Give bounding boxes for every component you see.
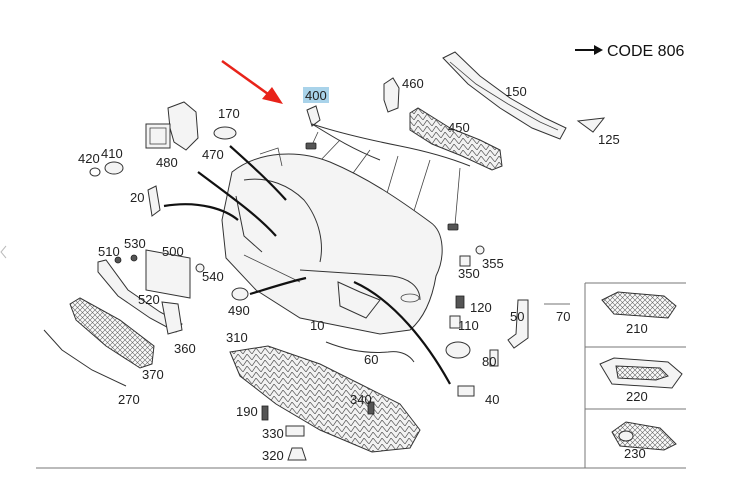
part-420-ring bbox=[89, 167, 101, 177]
callout-320[interactable]: 320 bbox=[262, 448, 284, 463]
part-10-bumper-cover bbox=[221, 147, 443, 335]
callout-310[interactable]: 310 bbox=[226, 330, 248, 345]
part-270-trim-rod bbox=[43, 329, 127, 387]
callout-230[interactable]: 230 bbox=[624, 446, 646, 461]
part-530-clip-icon bbox=[130, 254, 138, 262]
part-370-lower-grille bbox=[69, 297, 155, 369]
callout-490[interactable]: 490 bbox=[228, 303, 250, 318]
callout-50[interactable]: 50 bbox=[510, 309, 524, 324]
part-50-bracket bbox=[507, 299, 529, 349]
part-330-clip bbox=[285, 425, 305, 437]
callout-450[interactable]: 450 bbox=[448, 120, 470, 135]
callout-labels: 400 460 150 450 125 170 470 480 410 420 … bbox=[78, 76, 648, 463]
callout-150[interactable]: 150 bbox=[505, 84, 527, 99]
callout-125[interactable]: 125 bbox=[598, 132, 620, 147]
callout-20[interactable]: 20 bbox=[130, 190, 144, 205]
part-360-support bbox=[161, 301, 183, 335]
callout-190[interactable]: 190 bbox=[236, 404, 258, 419]
callout-410[interactable]: 410 bbox=[101, 146, 123, 161]
highlight-400 bbox=[303, 87, 329, 103]
part-470-bracket bbox=[167, 101, 199, 151]
left-scroll-chevron-icon[interactable] bbox=[0, 245, 7, 259]
callout-510[interactable]: 510 bbox=[98, 244, 120, 259]
part-80-clip bbox=[489, 349, 499, 367]
part-460-sensor bbox=[383, 77, 400, 113]
callout-480[interactable]: 480 bbox=[156, 155, 178, 170]
part-40-bracket bbox=[457, 385, 475, 397]
callout-220[interactable]: 220 bbox=[626, 389, 648, 404]
callout-330[interactable]: 330 bbox=[262, 426, 284, 441]
callout-40[interactable]: 40 bbox=[485, 392, 499, 407]
part-540-clip-icon bbox=[195, 263, 205, 273]
callout-120[interactable]: 120 bbox=[470, 300, 492, 315]
part-355-clip-icon bbox=[475, 245, 485, 255]
part-230-fog-cover bbox=[611, 421, 677, 451]
part-310-undertray bbox=[229, 345, 421, 453]
code-label: CODE 806 bbox=[607, 43, 684, 60]
callout-270[interactable]: 270 bbox=[118, 392, 140, 407]
part-110-clip bbox=[449, 315, 461, 329]
code-indicator: CODE 806 bbox=[575, 43, 684, 60]
leader-lines bbox=[163, 145, 451, 385]
callout-110[interactable]: 110 bbox=[458, 318, 479, 333]
callout-470[interactable]: 470 bbox=[202, 147, 224, 162]
part-150-trim-strip bbox=[442, 51, 567, 140]
callout-540[interactable]: 540 bbox=[202, 269, 224, 284]
red-pointer-arrow-icon bbox=[221, 59, 283, 104]
part-340-screw bbox=[367, 401, 375, 415]
callout-355[interactable]: 355 bbox=[482, 256, 504, 271]
part-210-grille-insert bbox=[601, 291, 677, 319]
callout-210[interactable]: 210 bbox=[626, 321, 648, 336]
callout-460[interactable]: 460 bbox=[402, 76, 424, 91]
callout-500[interactable]: 500 bbox=[162, 244, 184, 259]
part-60-cable bbox=[325, 341, 415, 363]
part-cover-cap bbox=[445, 341, 471, 359]
part-320-nut bbox=[287, 447, 307, 461]
callout-530[interactable]: 530 bbox=[124, 236, 146, 251]
callout-400[interactable]: 400 bbox=[305, 88, 327, 103]
callout-340[interactable]: 340 bbox=[350, 392, 372, 407]
part-120-bolt bbox=[455, 295, 465, 309]
part-500-license-plate bbox=[145, 249, 191, 299]
part-20-bracket bbox=[147, 185, 161, 217]
callout-80[interactable]: 80 bbox=[482, 354, 496, 369]
callout-360[interactable]: 360 bbox=[174, 341, 196, 356]
callout-350[interactable]: 350 bbox=[458, 266, 480, 281]
frame-lines bbox=[36, 282, 686, 469]
code-arrow-icon bbox=[594, 45, 603, 55]
part-410-sensor bbox=[104, 161, 124, 175]
part-125-trim bbox=[576, 117, 606, 133]
part-350-grommet bbox=[459, 255, 471, 267]
callout-370[interactable]: 370 bbox=[142, 367, 164, 382]
part-450-bracket bbox=[409, 107, 503, 171]
part-510-screw-icon bbox=[114, 256, 122, 264]
callout-60[interactable]: 60 bbox=[364, 352, 378, 367]
part-490-sensor bbox=[231, 287, 249, 301]
callout-70[interactable]: 70 bbox=[556, 309, 570, 324]
callout-420[interactable]: 420 bbox=[78, 151, 100, 166]
part-190-screw bbox=[261, 405, 269, 421]
callout-170[interactable]: 170 bbox=[218, 106, 240, 121]
callout-10[interactable]: 10 bbox=[310, 318, 324, 333]
part-170-emblem bbox=[213, 126, 237, 140]
callout-520[interactable]: 520 bbox=[138, 292, 160, 307]
